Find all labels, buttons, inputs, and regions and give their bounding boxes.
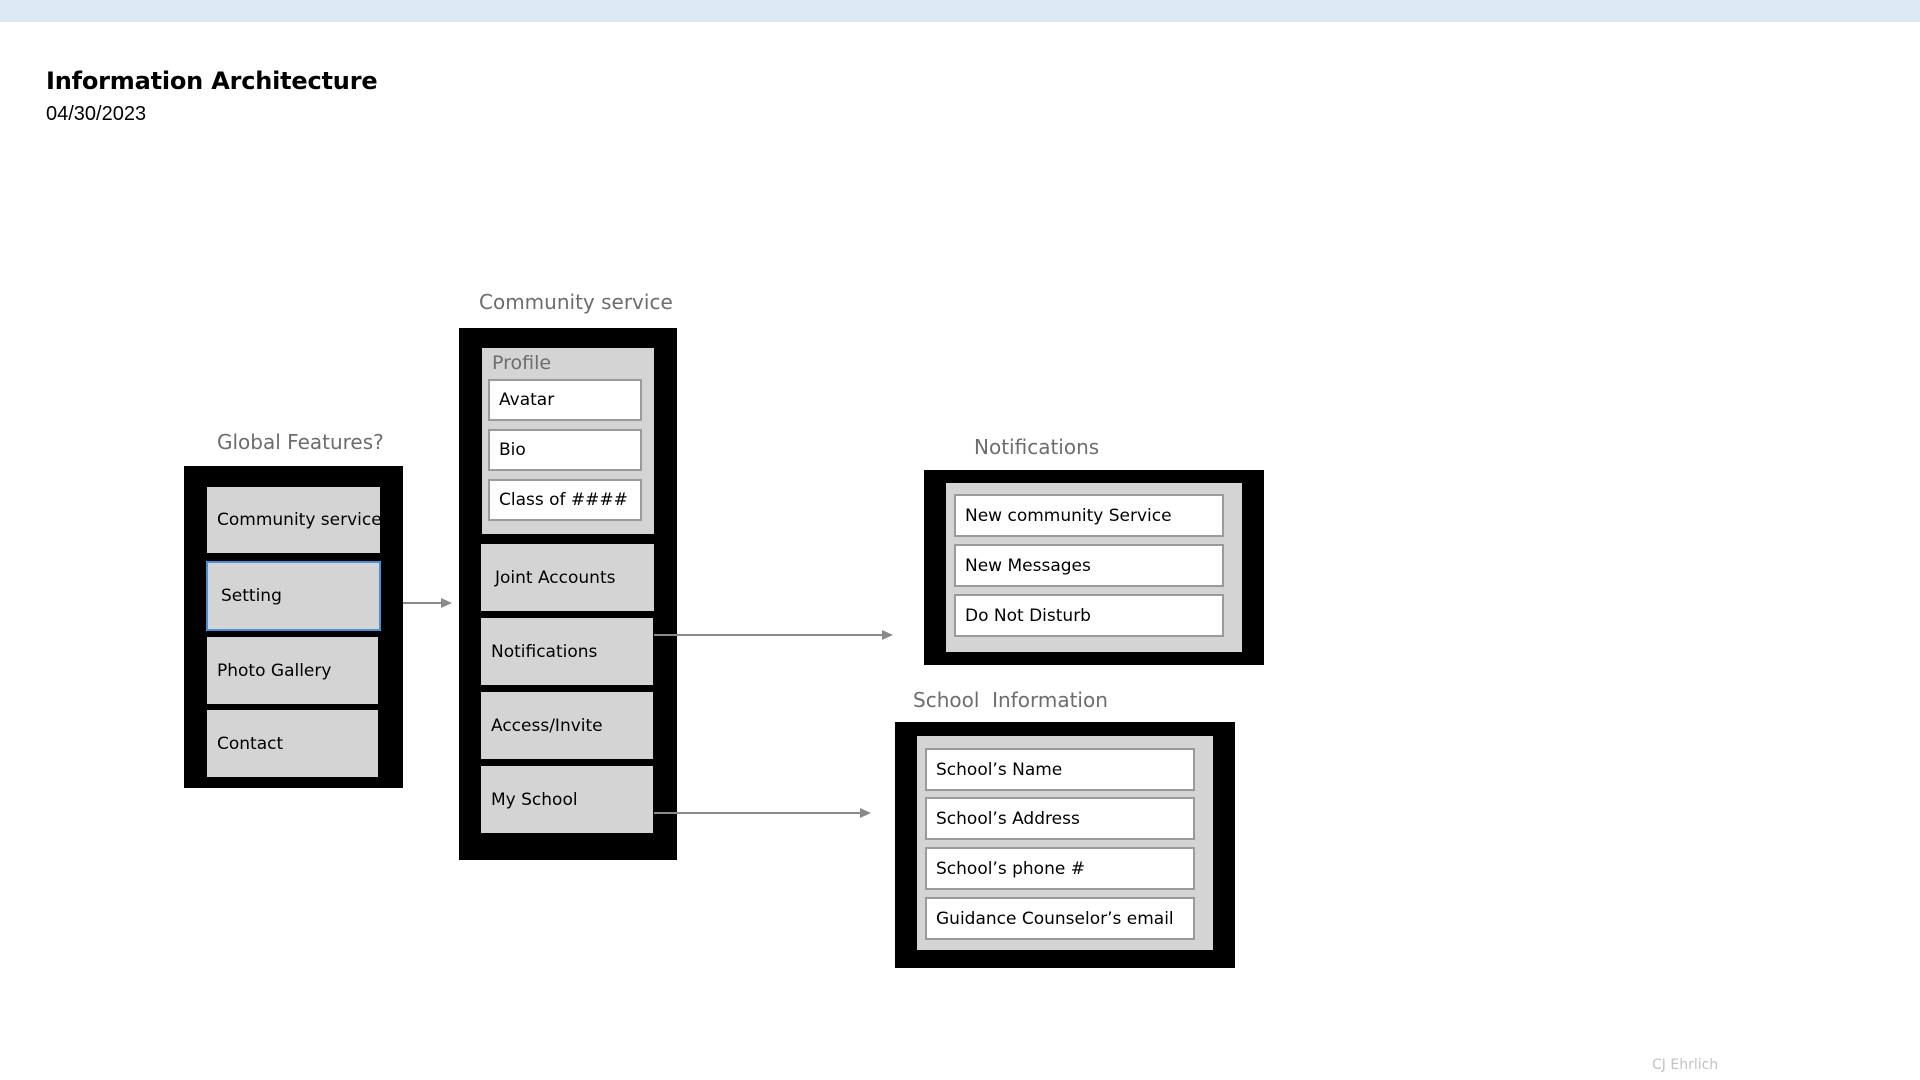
global-features-label: Global Features? [217,430,384,454]
community-item-my-school[interactable]: My School [481,766,653,833]
global-item-photo-gallery[interactable]: Photo Gallery [207,637,378,704]
profile-field-class-of[interactable]: Class of #### [488,479,642,521]
notification-field-do-not-disturb[interactable]: Do Not Disturb [954,594,1224,637]
school-information-frame: School’s Name School’s Address School’s … [895,722,1235,968]
global-item-setting[interactable]: Setting [206,561,381,631]
global-features-frame: Community service Setting Photo Gallery … [184,466,403,788]
community-item-joint-accounts[interactable]: Joint Accounts [481,544,654,611]
page-title: Information Architecture [46,67,378,95]
profile-field-avatar[interactable]: Avatar [488,379,642,421]
notification-field-new-community-service[interactable]: New community Service [954,494,1224,537]
community-service-frame: Profile Avatar Bio Class of #### Joint A… [459,328,677,860]
school-field-counselor-email[interactable]: Guidance Counselor’s email [925,897,1195,940]
profile-title: Profile [492,352,552,374]
school-field-name[interactable]: School’s Name [925,748,1195,791]
community-item-notifications[interactable]: Notifications [481,618,653,685]
page-date: 04/30/2023 [46,103,147,125]
arrowhead-my-school-to-panel [860,808,871,818]
notifications-label: Notifications [974,435,1100,459]
community-item-access-invite[interactable]: Access/Invite [481,692,653,759]
notification-field-new-messages[interactable]: New Messages [954,544,1224,587]
profile-field-bio[interactable]: Bio [488,429,642,471]
school-field-address[interactable]: School’s Address [925,797,1195,840]
notifications-panel: New community Service New Messages Do No… [946,483,1242,652]
school-information-panel: School’s Name School’s Address School’s … [917,736,1213,950]
notifications-frame: New community Service New Messages Do No… [924,470,1264,665]
school-information-label: School Information [913,688,1108,712]
top-bar [0,0,1920,22]
global-item-community-service[interactable]: Community service [207,487,382,553]
profile-panel: Profile Avatar Bio Class of #### [482,348,654,534]
author-credit: CJ Ehrlich [1652,1057,1719,1073]
community-service-label: Community service [479,290,673,314]
global-item-contact[interactable]: Contact [207,710,378,777]
arrowhead-setting-to-community [441,598,452,608]
arrowhead-notifications-to-panel [882,630,893,640]
school-field-phone[interactable]: School’s phone # [925,847,1195,890]
